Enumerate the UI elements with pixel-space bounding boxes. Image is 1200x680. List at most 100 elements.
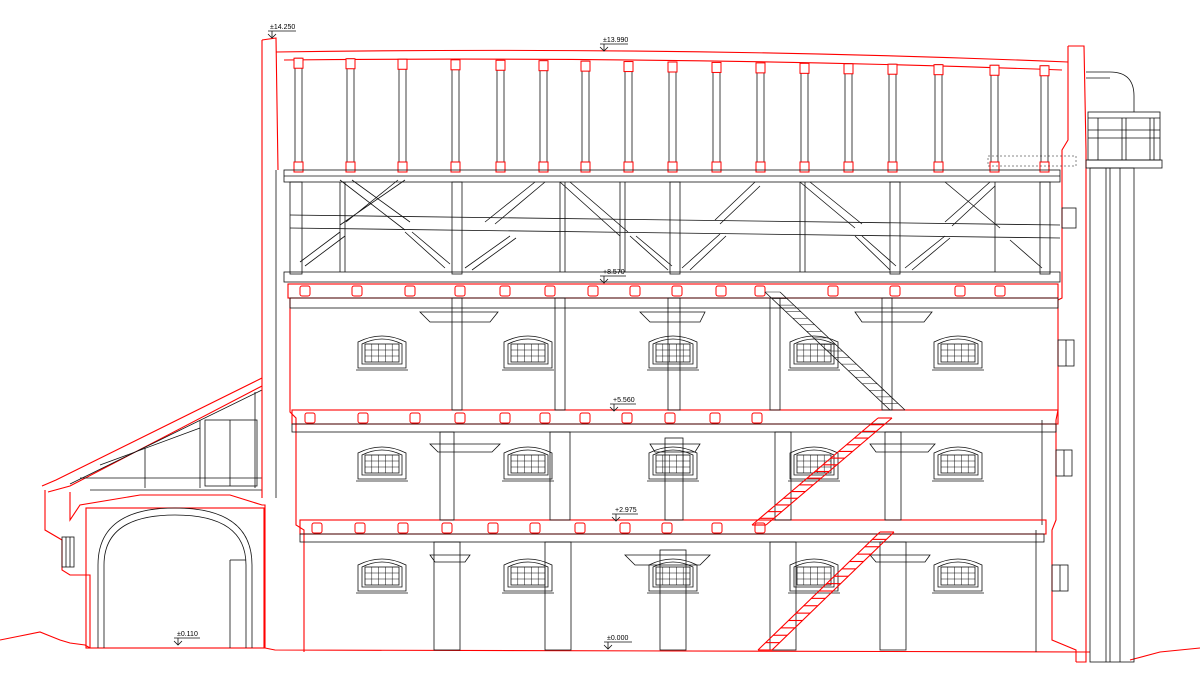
attic-frame [283, 155, 1077, 283]
joist-end [664, 412, 676, 424]
joist-end [621, 412, 633, 424]
rafter [581, 60, 590, 171]
rafter [756, 62, 765, 171]
rafter [712, 62, 721, 171]
joist-end [454, 285, 466, 297]
joist-end [994, 285, 1006, 297]
rafter-foot-block [397, 161, 408, 173]
level-first-floor: +2.975 [615, 507, 637, 514]
joist-ends [299, 285, 1006, 534]
joist-end [709, 412, 721, 424]
stair-middle [751, 417, 893, 526]
rafter-top-block [1039, 65, 1050, 77]
stair-upper [764, 291, 906, 411]
joist-end [889, 285, 901, 297]
main-outline [261, 37, 1087, 663]
rafter-top-block [989, 64, 1000, 76]
joist-end [441, 522, 453, 534]
joist-end [311, 522, 323, 534]
joist-end [409, 412, 421, 424]
rafter [888, 63, 897, 171]
wall-brackets [1051, 207, 1077, 592]
joist-end [954, 285, 966, 297]
joist-end [454, 412, 466, 424]
window [932, 446, 984, 482]
rafter-foot-block [711, 161, 722, 173]
rafter-foot-block [623, 161, 634, 173]
rafter [800, 62, 809, 171]
joist-end [661, 522, 673, 534]
joist-end [354, 522, 366, 534]
level-ridge: ±13.990 [603, 37, 628, 44]
joist-end [351, 285, 363, 297]
window [788, 558, 840, 594]
window [502, 335, 554, 371]
rafter [398, 58, 407, 171]
rafter-foot-block [755, 161, 766, 173]
level-ground-floor: ±0.000 [607, 635, 628, 642]
joist-end [539, 412, 551, 424]
joist-end [304, 412, 316, 424]
rafter-top-block [293, 57, 304, 69]
joist-end [587, 285, 599, 297]
window [647, 335, 699, 371]
window [647, 446, 699, 482]
rafter [294, 57, 303, 171]
window [502, 558, 554, 594]
rafter-foot-block [933, 161, 944, 173]
window [932, 335, 984, 371]
level-second-floor: +5.560 [613, 397, 635, 404]
joist-end [754, 285, 766, 297]
rafter [496, 59, 505, 171]
rafter [934, 64, 943, 171]
rafter-top-block [843, 63, 854, 75]
joist-end [357, 412, 369, 424]
rafter [990, 64, 999, 171]
rafter-top-block [933, 64, 944, 76]
joist-end [404, 285, 416, 297]
attic-rafters [293, 57, 1050, 173]
joist-end [671, 285, 683, 297]
level-attic-floor: +8.570 [603, 269, 625, 276]
joist-end [827, 285, 839, 297]
annex [41, 377, 266, 649]
rafter-top-block [667, 61, 678, 73]
joist-end [299, 285, 311, 297]
rafter [1040, 65, 1049, 171]
joist-end [487, 522, 499, 534]
rafter-foot-block [293, 161, 304, 173]
joist-end [711, 522, 723, 534]
rafter-top-block [711, 61, 722, 73]
rafter-foot-block [495, 161, 506, 173]
rafter [346, 58, 355, 171]
window [356, 558, 408, 594]
level-marker-ridge: ±13.990 [599, 37, 628, 52]
joist-end [715, 285, 727, 297]
joist-end [579, 412, 591, 424]
window [502, 446, 554, 482]
joist-end [629, 285, 641, 297]
joist-end [529, 522, 541, 534]
rafter-top-block [397, 58, 408, 70]
rafter-foot-block [1039, 161, 1050, 173]
rafter-foot-block [887, 161, 898, 173]
joist-end [499, 285, 511, 297]
stair-lower [757, 531, 895, 651]
rafter-foot-block [989, 161, 1000, 173]
window [356, 335, 408, 371]
rafter-foot-block [667, 161, 678, 173]
rafter-top-block [623, 61, 634, 73]
rafter-top-block [450, 59, 461, 71]
joist-end [397, 522, 409, 534]
rafter-foot-block [345, 161, 356, 173]
rafter [624, 61, 633, 171]
window [788, 335, 840, 371]
joist-end [619, 522, 631, 534]
joist-end [544, 285, 556, 297]
window [647, 558, 699, 594]
rafter-foot-block [799, 161, 810, 173]
joist-end [499, 412, 511, 424]
level-annex-floor: ±0.110 [177, 631, 198, 638]
rafter-top-block [887, 63, 898, 75]
